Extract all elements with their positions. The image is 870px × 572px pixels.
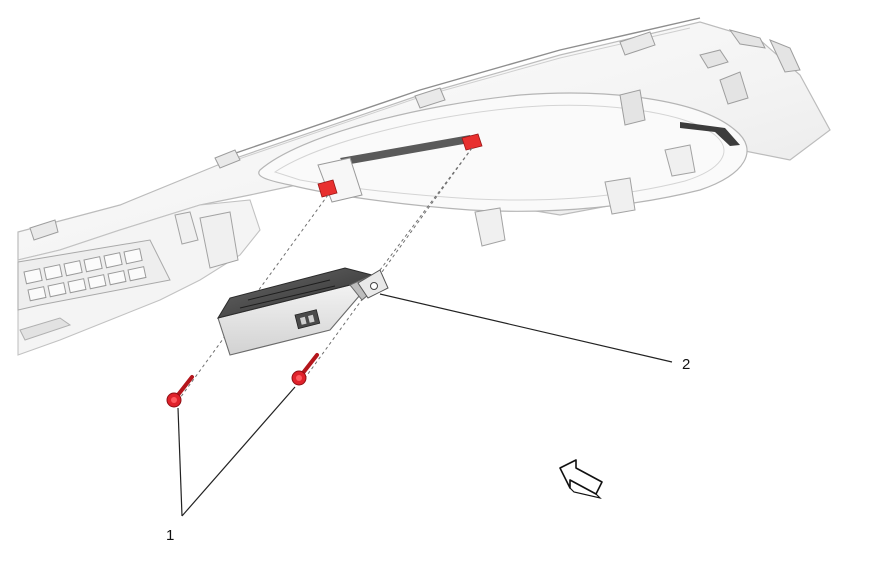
instrument-panel-carrier	[17, 17, 831, 356]
module-top-face	[216, 267, 374, 319]
module-ear-hole	[370, 282, 378, 290]
clip-highlights	[317, 133, 483, 198]
fastener-left	[166, 375, 194, 408]
rim-clips	[29, 31, 656, 241]
panel-top-rim	[229, 17, 701, 156]
fastener-right	[291, 353, 319, 386]
fasteners	[166, 353, 319, 408]
right-brackets	[619, 29, 801, 126]
clip-red-left	[317, 179, 338, 198]
alignment-lines	[179, 147, 473, 399]
callout-1: 1	[166, 527, 174, 544]
module-assembly	[216, 267, 389, 356]
left-vent-louvers	[17, 239, 171, 341]
view-direction-arrow-icon	[559, 459, 603, 500]
opening-dark-strip	[340, 135, 475, 165]
module-connector	[294, 309, 321, 330]
leader-lines	[177, 293, 673, 517]
clip-red-right	[461, 133, 483, 151]
lower-tabs	[174, 144, 696, 269]
callout-2: 2	[682, 356, 690, 373]
